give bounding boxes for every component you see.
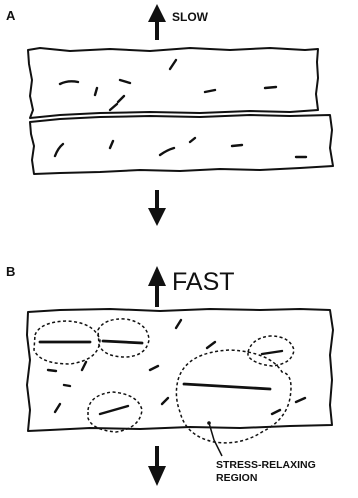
crack: [64, 385, 70, 386]
rate-label-fast: FAST: [172, 268, 235, 296]
annotation-line-1: STRESS-RELAXING: [216, 459, 316, 471]
panel-b: B FAST: [6, 264, 333, 486]
rock-block: [27, 309, 333, 431]
lower-block: [30, 115, 333, 174]
up-arrow-icon: [148, 4, 166, 40]
up-arrow-icon: [148, 266, 166, 307]
crack: [48, 370, 56, 371]
crack: [103, 341, 142, 343]
down-arrow-icon: [148, 190, 166, 226]
panel-a-label: A: [6, 8, 16, 23]
panel-a: A SLOW: [6, 4, 333, 226]
rate-label-slow: SLOW: [172, 10, 209, 24]
crack: [265, 87, 276, 88]
leader-dot: [207, 421, 211, 425]
panel-b-label: B: [6, 264, 15, 279]
down-arrow-icon: [148, 446, 166, 486]
annotation-line-2: REGION: [216, 472, 257, 484]
upper-block: [28, 48, 318, 118]
crack: [232, 145, 242, 146]
